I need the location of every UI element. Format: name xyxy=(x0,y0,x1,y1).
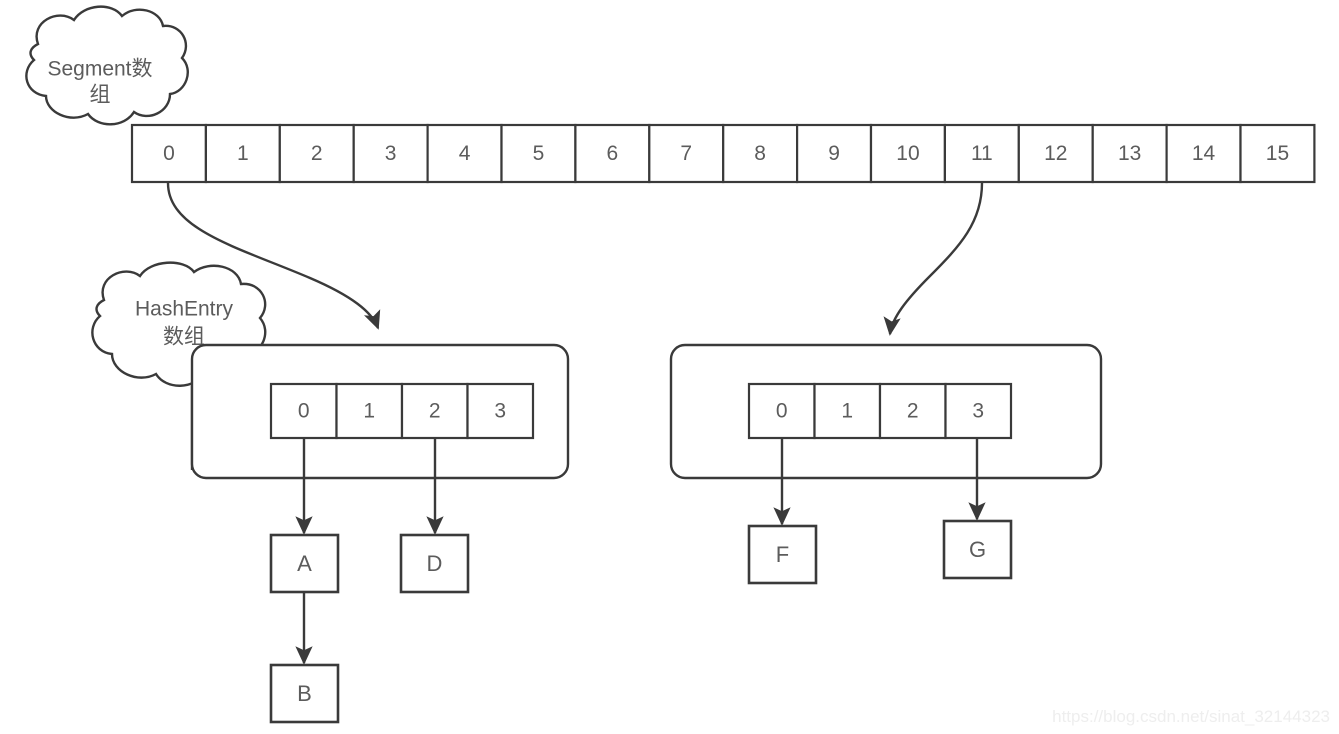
segment-array-cell-label-10: 10 xyxy=(896,142,919,165)
segment-array-cell-8[interactable] xyxy=(722,123,799,184)
left-hashentry-cell-label-2: 2 xyxy=(429,400,441,423)
right-hashentry-cell-label-3: 3 xyxy=(972,400,984,423)
segment-array-cell-15[interactable] xyxy=(1239,123,1316,184)
left-hashentry-cell-label-1: 1 xyxy=(363,400,375,423)
segment-array-cell-label-1: 1 xyxy=(237,142,249,165)
segment-cloud-label-line1: Segment数 xyxy=(47,58,152,81)
right-hashentry-cell-label-2: 2 xyxy=(907,400,919,423)
segment-array-cell-label-0: 0 xyxy=(163,142,175,165)
segment-array-cell-label-14: 14 xyxy=(1192,142,1216,165)
segment-array-cell-label-13: 13 xyxy=(1118,142,1141,165)
segment-array-cell-label-8: 8 xyxy=(754,142,766,165)
segment-array-cell-13[interactable] xyxy=(1091,123,1168,184)
arrow-segment0-to-left-box xyxy=(166,182,381,330)
segment-left-hashentry-array: 0 1 2 3 xyxy=(269,382,535,440)
segment-array-cell-label-4: 4 xyxy=(459,142,471,165)
segment-array-cell-label-15: 15 xyxy=(1266,142,1289,165)
left-hashentry-cell-2[interactable] xyxy=(400,382,469,440)
segment-array-cell-5[interactable] xyxy=(500,123,577,184)
segment-right-hashentry-array: 0 1 2 3 xyxy=(747,382,1013,440)
segment-array-cell-1[interactable] xyxy=(204,123,281,184)
right-hashentry-cell-3[interactable] xyxy=(944,382,1013,440)
left-hashentry-cell-0[interactable] xyxy=(269,382,338,440)
left-hashentry-cell-label-3: 3 xyxy=(494,400,506,423)
node-d: D xyxy=(399,533,470,594)
hashentry-cloud-label-line2: 数组 xyxy=(163,326,205,349)
segment-array-cell-6[interactable] xyxy=(574,123,651,184)
segment-array-cell-0[interactable] xyxy=(130,123,208,184)
node-b-label: B xyxy=(297,681,312,706)
node-a-label: A xyxy=(297,551,312,576)
segment-array-cell-4[interactable] xyxy=(426,123,503,184)
left-hashentry-cell-label-0: 0 xyxy=(298,400,310,423)
node-a: A xyxy=(269,533,340,594)
segment-array-cell-2[interactable] xyxy=(278,123,355,184)
node-d-label: D xyxy=(427,551,443,576)
segment-array-cell-label-12: 12 xyxy=(1044,142,1067,165)
segment-array-cell-11[interactable] xyxy=(943,123,1020,184)
segment-cloud: Segment数 组 xyxy=(25,5,189,126)
watermark-text: https://blog.csdn.net/sinat_32144323 xyxy=(1052,707,1330,726)
node-g: G xyxy=(942,519,1013,580)
node-f-label: F xyxy=(776,542,789,567)
segment-array-cell-label-7: 7 xyxy=(680,142,692,165)
right-hashentry-cell-label-0: 0 xyxy=(776,400,788,423)
left-hashentry-cell-3[interactable] xyxy=(466,382,535,440)
segment-cloud-label-line2: 组 xyxy=(90,84,111,107)
node-f: F xyxy=(747,524,818,585)
segment-array-cell-label-6: 6 xyxy=(607,142,619,165)
node-b: B xyxy=(269,663,340,724)
node-g-label: G xyxy=(969,537,986,562)
segment-array-cell-label-5: 5 xyxy=(533,142,545,165)
segment-array-cell-label-9: 9 xyxy=(828,142,840,165)
right-hashentry-cell-1[interactable] xyxy=(813,382,882,440)
hashentry-cloud-label-line1: HashEntry xyxy=(135,298,234,321)
right-hashentry-cell-label-1: 1 xyxy=(841,400,853,423)
segment-array-cell-label-2: 2 xyxy=(311,142,323,165)
segment-array-cell-9[interactable] xyxy=(795,123,873,184)
arrow-segment11-to-right-box xyxy=(883,182,984,336)
right-hashentry-cell-0[interactable] xyxy=(747,382,816,440)
segment-array-cell-label-11: 11 xyxy=(971,142,993,165)
segment-array-cell-12[interactable] xyxy=(1017,123,1094,184)
segment-array-cell-7[interactable] xyxy=(648,123,725,184)
segment-array-cell-label-3: 3 xyxy=(385,142,397,165)
right-hashentry-cell-2[interactable] xyxy=(878,382,947,440)
